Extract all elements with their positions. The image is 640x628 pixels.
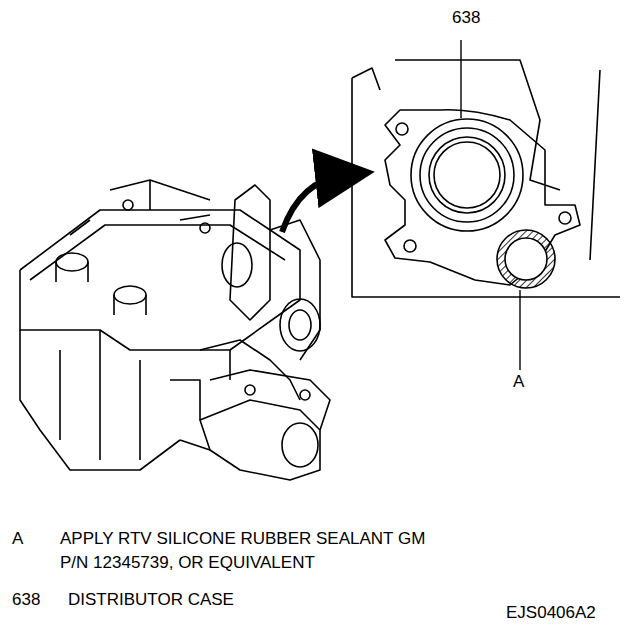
legend-key: A bbox=[12, 527, 23, 551]
part-name: DISTRIBUTOR CASE bbox=[68, 588, 234, 612]
legend-key: 638 bbox=[12, 588, 40, 612]
callout-number: 638 bbox=[452, 6, 480, 30]
note-text: APPLY RTV SILICONE RUBBER SEALANT GM P/N… bbox=[60, 527, 450, 575]
callout-letter: A bbox=[513, 370, 524, 394]
figure-code: EJS0406A2 bbox=[506, 601, 596, 625]
